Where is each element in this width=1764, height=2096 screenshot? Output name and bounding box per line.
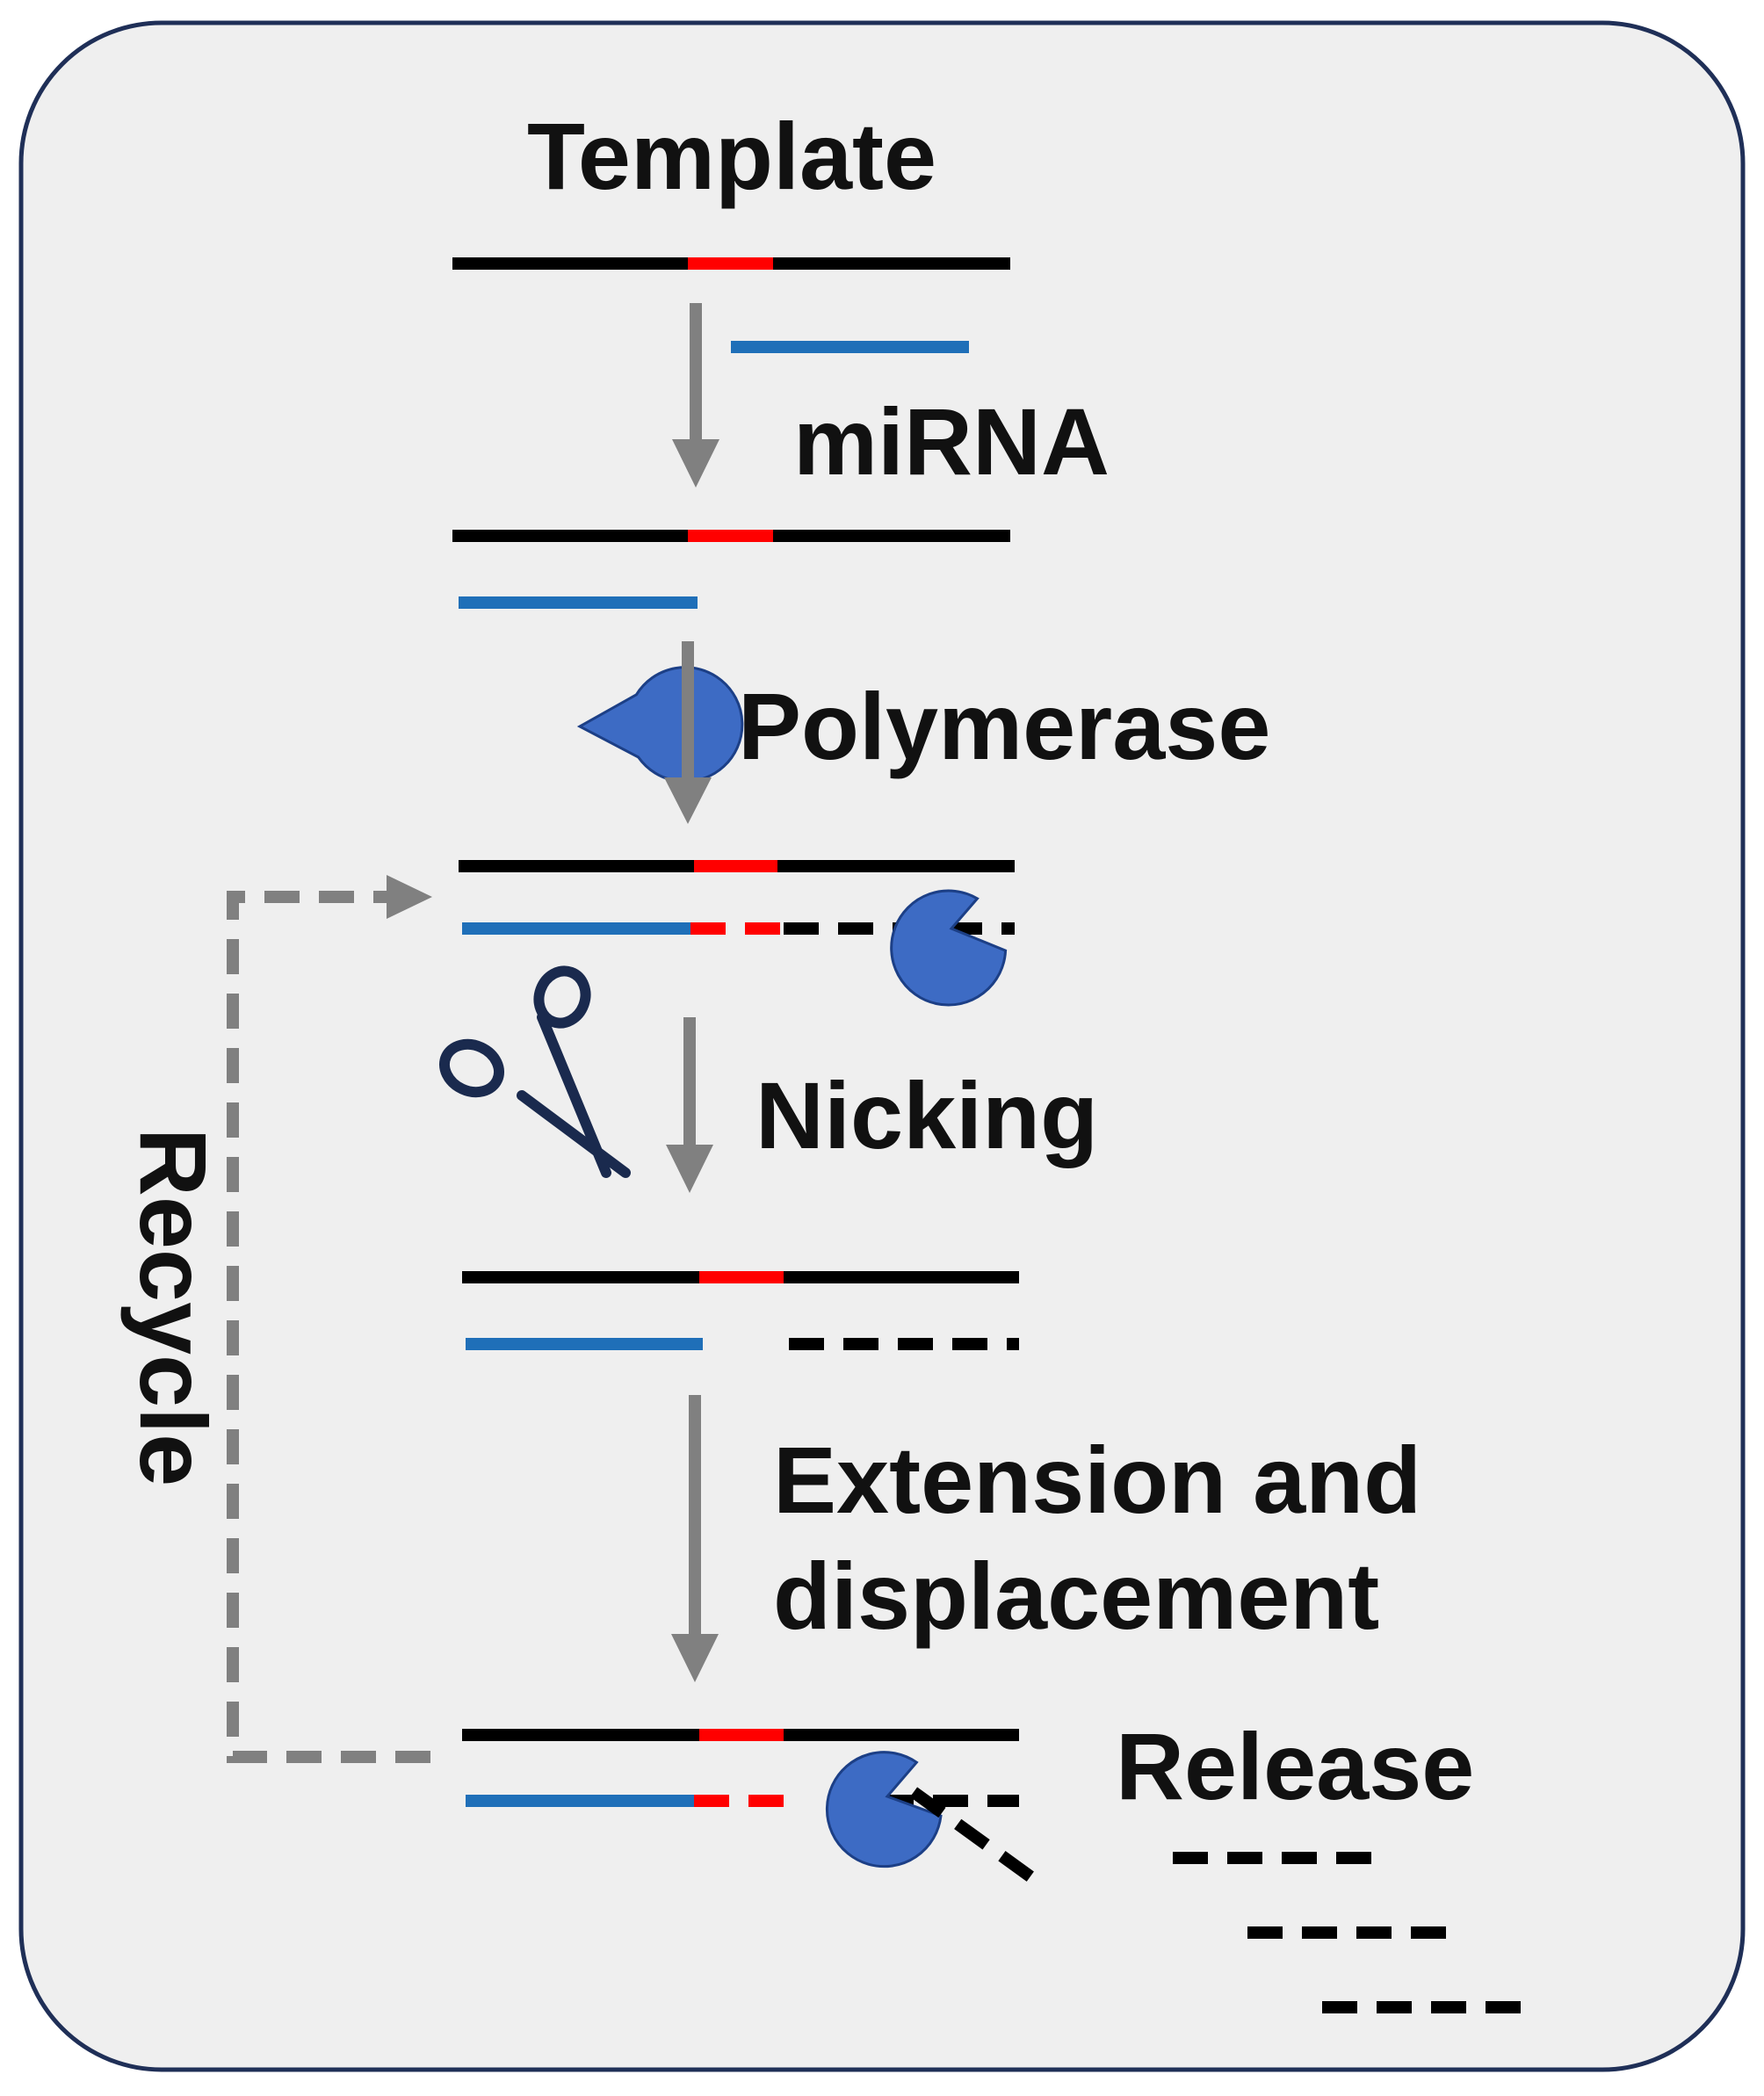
scissors-icon [438, 965, 631, 1178]
polymerase-pacman-icon [825, 1751, 943, 1868]
release-label: Release [1116, 1713, 1474, 1819]
nicking-label: Nicking [755, 1062, 1098, 1168]
recycle-label: Recycle [120, 1128, 227, 1486]
extension-label-line2: displacement [773, 1543, 1379, 1649]
arrow-down-icon [664, 641, 712, 824]
polymerase-pacman-icon [890, 889, 1008, 1007]
arrow-down-icon [672, 303, 719, 488]
mirna-label: miRNA [793, 388, 1110, 495]
polymerase-label: Polymerase [738, 673, 1270, 779]
displaced-strand [909, 1787, 1045, 1890]
template-label: Template [527, 103, 936, 209]
recycle-loop [227, 875, 432, 1763]
arrow-down-icon [671, 1395, 719, 1682]
extension-label-line1: Extension and [773, 1427, 1421, 1533]
arrow-down-icon [666, 1017, 713, 1193]
background-panel [18, 20, 1746, 2072]
